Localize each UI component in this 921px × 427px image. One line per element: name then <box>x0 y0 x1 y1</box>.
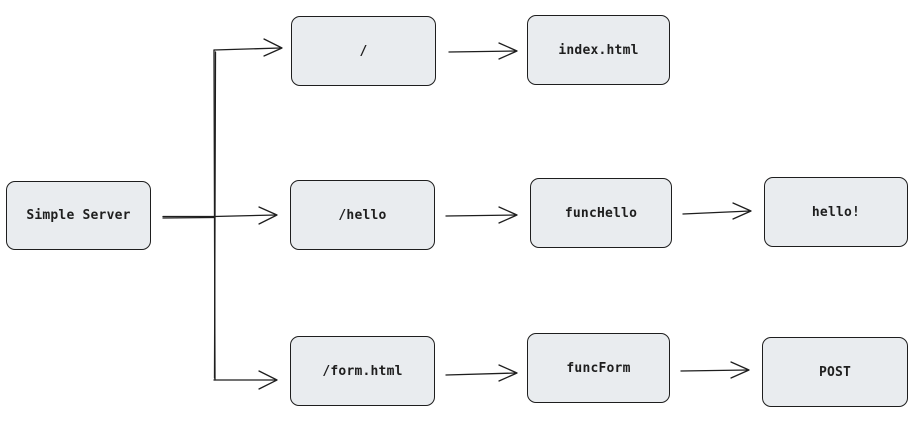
node-label: funcHello <box>564 205 638 221</box>
node-label: index.html <box>558 42 639 58</box>
edge-funcform-post <box>680 369 749 372</box>
edge-hello-funchello <box>445 214 517 217</box>
node-index-html: index.html <box>527 15 670 85</box>
edge-server-root <box>213 47 281 51</box>
edge-funchello-hellob <box>682 210 751 215</box>
node-label: POST <box>818 364 852 380</box>
node-func-form: funcForm <box>527 333 670 403</box>
node-hello-route: /hello <box>290 180 435 250</box>
edge-form-funcform <box>445 372 517 376</box>
edge-server-hello <box>213 214 277 218</box>
edge-root-index <box>448 50 517 53</box>
node-root-route: / <box>291 16 436 86</box>
node-label: hello! <box>811 204 861 220</box>
node-label: /form.html <box>322 363 403 379</box>
node-func-hello: funcHello <box>530 178 672 248</box>
node-simple-server: Simple Server <box>6 181 151 250</box>
node-label: / <box>359 43 368 59</box>
node-form-route: /form.html <box>290 336 435 406</box>
node-post: POST <box>762 337 908 407</box>
node-label: /hello <box>338 207 387 223</box>
node-hello-output: hello! <box>764 177 908 247</box>
node-label: funcForm <box>566 360 631 376</box>
node-label: Simple Server <box>26 208 131 223</box>
